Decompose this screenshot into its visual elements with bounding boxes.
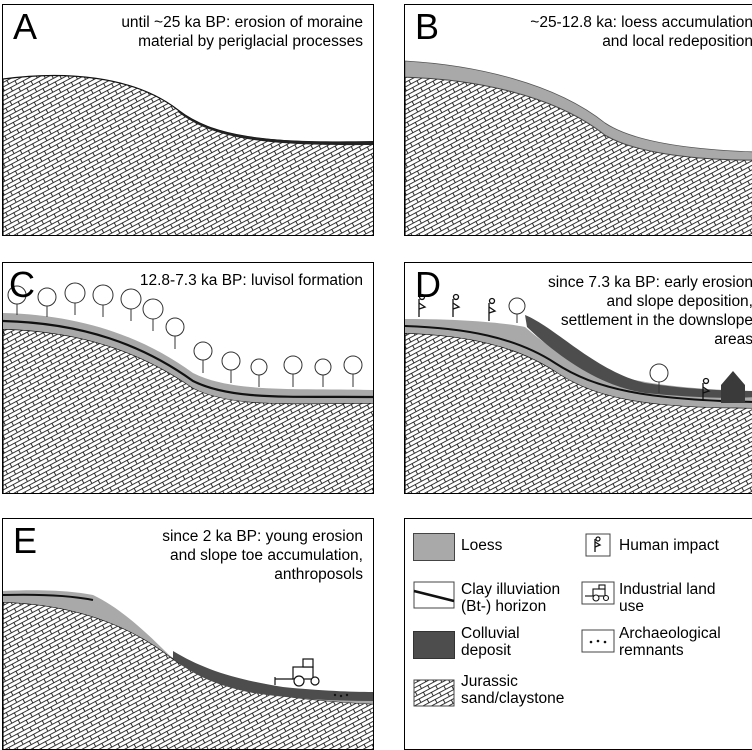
legend-jurassic-label: Jurassic sand/claystone [461, 673, 565, 707]
loess-layer [3, 313, 373, 404]
legend-clay-swatch [413, 581, 455, 609]
legend: Loess Clay illuviation (Bt-) horizon Col… [404, 518, 752, 750]
panel-c-cross-section [3, 282, 373, 493]
panel-c: C 12.8-7.3 ka BP: luvisol formation [2, 262, 374, 494]
bedrock [3, 328, 373, 493]
legend-loess-label: Loess [461, 537, 503, 554]
legend-archaeological-label: Archaeological remnants [619, 625, 721, 659]
legend-loess-swatch [413, 533, 455, 561]
colluvial-deposit [173, 651, 373, 701]
bedrock [3, 74, 373, 235]
clay-illuviation-line [405, 325, 752, 403]
tractor-icon [274, 658, 320, 687]
panel-letter: E [13, 520, 38, 561]
panel-d: D since 7.3 ka BP: early erosion and slo… [404, 262, 752, 494]
panel-letter: A [13, 6, 38, 47]
panel-a-cross-section [3, 74, 373, 235]
panel-b-cross-section [405, 60, 752, 235]
panel-caption: until ~25 ka BP: erosion of moraine mate… [121, 14, 363, 50]
human-impact-icons [418, 293, 711, 401]
legend-archaeological-icon [581, 629, 615, 653]
loess-layer [3, 590, 373, 704]
panel-caption: ~25-12.8 ka: loess accumulation and loca… [530, 14, 752, 50]
archaeological-remnants [333, 693, 349, 698]
legend-human-label: Human impact [619, 537, 719, 554]
legend-clay-label: Clay illuviation (Bt-) horizon [461, 581, 561, 615]
panel-d-cross-section [405, 293, 752, 493]
panel-caption: 12.8-7.3 ka BP: luvisol formation [139, 272, 363, 289]
bedrock [3, 601, 373, 749]
panel-e-cross-section [3, 590, 373, 749]
colluvial-thin [178, 110, 373, 146]
loess-layer [405, 60, 752, 161]
trees [7, 282, 363, 387]
panel-caption: since 2 ka BP: young erosion and slope t… [162, 528, 363, 583]
colluvial-deposit [525, 315, 752, 398]
house-icon [721, 371, 745, 403]
legend-industrial-label: Industrial land use [619, 581, 716, 615]
panel-a: A until ~25 ka BP: erosion of moraine ma… [2, 4, 374, 236]
clay-illuviation-line [3, 593, 94, 601]
legend-colluvial-swatch [413, 631, 455, 659]
panel-caption: since 7.3 ka BP: early erosion and slope… [547, 274, 752, 348]
tree-icons [508, 297, 669, 393]
legend-human-impact-icon [585, 533, 611, 557]
legend-industrial-icon [581, 581, 615, 605]
legend-colluvial-label: Colluvial deposit [461, 625, 520, 659]
panel-letter: D [415, 264, 441, 305]
panel-b: B ~25-12.8 ka: loess accumulation and lo… [404, 4, 752, 236]
panel-e: E since 2 ka BP: young erosion and slope… [2, 518, 374, 750]
panel-letter: C [9, 264, 35, 305]
legend-jurassic-swatch [413, 679, 455, 707]
panel-letter: B [415, 6, 440, 47]
clay-illuviation-line [3, 319, 373, 399]
